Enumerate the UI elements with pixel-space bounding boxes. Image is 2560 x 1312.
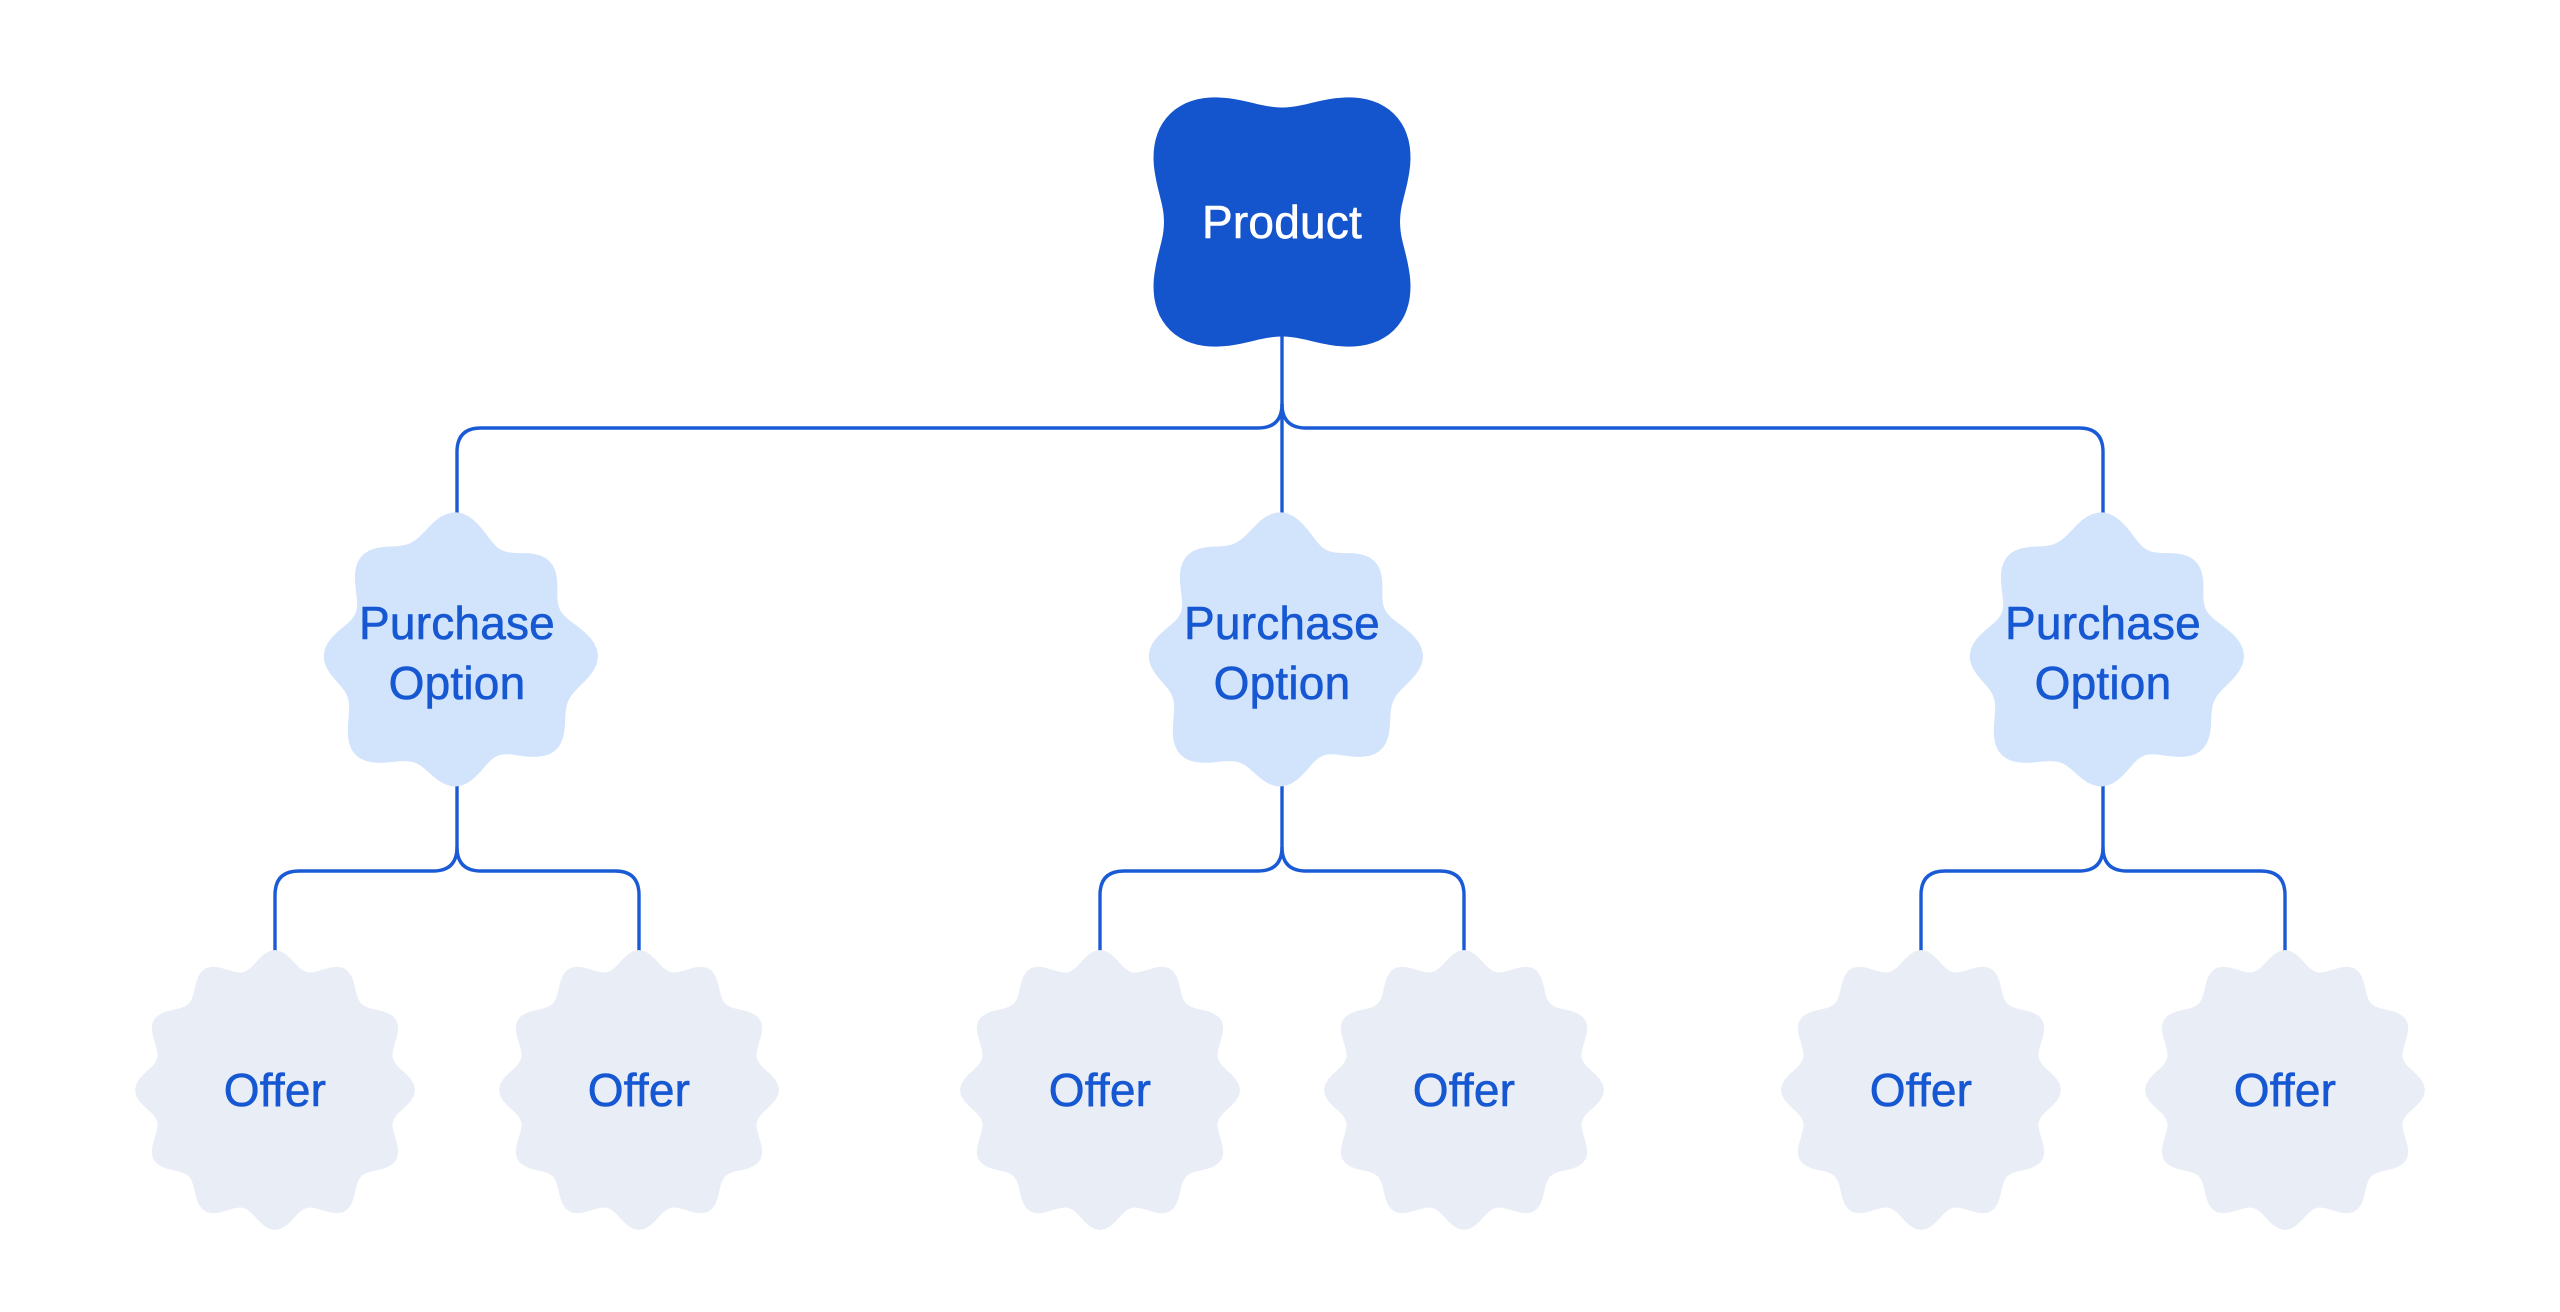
connector-option-1-to-offer-2 <box>455 846 641 965</box>
purchase-option-2-shape <box>1148 512 1423 787</box>
connector-product-to-option-3 <box>1280 403 2105 530</box>
offer-3-1-shape <box>1781 950 2061 1230</box>
connector-product-to-option-1 <box>455 403 1284 530</box>
connector-option-1-to-offer-1 <box>273 780 459 965</box>
connector-option-3-to-offer-1 <box>1919 780 2105 965</box>
connector-lines <box>273 325 2287 965</box>
connector-option-3-to-offer-2 <box>2101 846 2287 965</box>
offer-1-1-shape <box>135 950 415 1230</box>
connector-option-2-to-offer-2 <box>1280 846 1466 965</box>
purchase-option-3-shape <box>1969 512 2244 787</box>
product-node-shape <box>1153 97 1411 347</box>
connector-option-2-to-offer-1 <box>1098 780 1284 965</box>
offer-3-2-shape <box>2145 950 2425 1230</box>
offer-2-1-shape <box>960 950 1240 1230</box>
offer-1-2-shape <box>499 950 779 1230</box>
purchase-option-1-shape <box>323 512 598 787</box>
offer-2-2-shape <box>1324 950 1604 1230</box>
